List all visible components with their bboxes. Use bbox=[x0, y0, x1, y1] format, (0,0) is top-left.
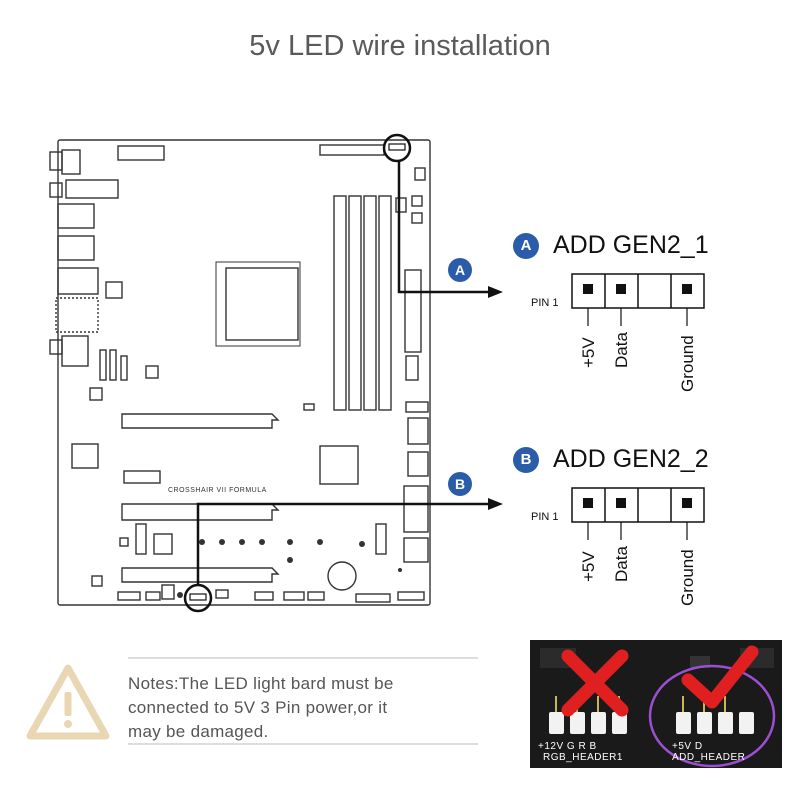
motherboard-outline bbox=[49, 139, 431, 606]
header-b-pin-5v: +5V bbox=[579, 551, 598, 582]
header-highlight-b bbox=[183, 583, 213, 613]
callout-badge-a-circle bbox=[448, 258, 472, 282]
arrow-b-head bbox=[488, 498, 503, 510]
header-a-pin1-label: PIN 1 bbox=[531, 297, 559, 309]
notes-text: Notes:The LED light bard must be connect… bbox=[128, 672, 468, 744]
header-a-badge: A bbox=[513, 233, 539, 259]
header-b-pins bbox=[571, 487, 705, 523]
notes-line-3: may be damaged. bbox=[128, 722, 269, 741]
check-icon bbox=[681, 645, 759, 709]
routing-line-a bbox=[397, 160, 494, 294]
arrow-a-head bbox=[488, 286, 503, 298]
header-a-pin-leads bbox=[587, 308, 688, 326]
header-b-pin-ground: Ground bbox=[678, 549, 697, 606]
header-b-name: ADD GEN2_2 bbox=[553, 445, 709, 473]
header-a-name: ADD GEN2_1 bbox=[553, 231, 709, 259]
header-photo bbox=[530, 640, 782, 768]
callout-badge-b-circle bbox=[448, 472, 472, 496]
header-a-pin-5v: +5V bbox=[579, 337, 598, 368]
callout-badge-b: B bbox=[454, 476, 466, 492]
header-a-pin-data: Data bbox=[612, 332, 631, 368]
board-silkscreen: CROSSHAIR VII FORMULA bbox=[168, 487, 267, 494]
notes-line-2: connected to 5V 3 Pin power,or it bbox=[128, 698, 388, 717]
cross-icon bbox=[561, 649, 629, 717]
page-title: 5v LED wire installation bbox=[249, 30, 551, 62]
photo-left-label-top: +12V G R B bbox=[538, 741, 597, 752]
photo-right-label-bottom: ADD_HEADER bbox=[672, 752, 746, 763]
callout-badge-a: A bbox=[454, 262, 466, 278]
photo-left-label-bottom: RGB_HEADER1 bbox=[543, 752, 623, 763]
photo-highlight bbox=[648, 664, 776, 768]
header-b-pin-leads bbox=[587, 522, 688, 540]
header-b-pin1-label: PIN 1 bbox=[531, 511, 559, 523]
header-a-pins bbox=[571, 273, 705, 309]
routing-line-b bbox=[196, 502, 494, 586]
motherboard-dots bbox=[177, 539, 402, 598]
header-highlight-a bbox=[382, 133, 412, 163]
header-b-pin-dots bbox=[583, 498, 692, 508]
notes-line-1: Notes:The LED light bard must be bbox=[128, 674, 394, 693]
photo-right-label-top: +5V D bbox=[672, 741, 703, 752]
header-b-pin-data: Data bbox=[612, 546, 631, 582]
header-a-pin-dots bbox=[583, 284, 692, 294]
warning-icon bbox=[26, 664, 110, 740]
header-b-badge: B bbox=[513, 447, 539, 473]
header-a-pin-ground: Ground bbox=[678, 335, 697, 392]
